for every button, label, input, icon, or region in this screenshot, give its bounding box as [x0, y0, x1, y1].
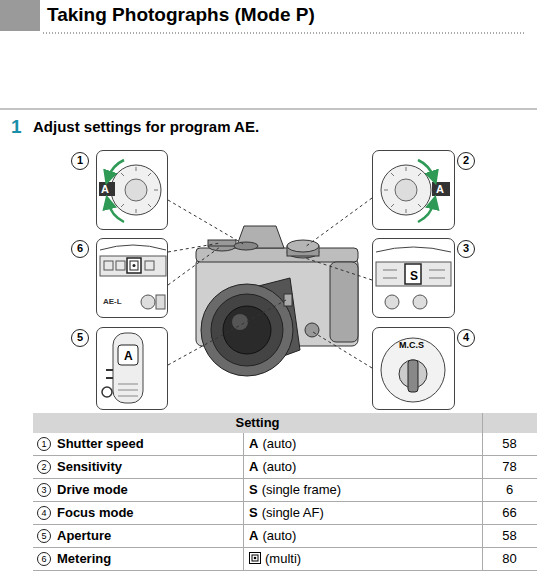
- row-rule: [33, 570, 537, 571]
- camera: [196, 226, 358, 376]
- setting-name: Drive mode: [57, 482, 128, 497]
- dial-marking: AE-L: [103, 297, 122, 306]
- dial-marking: S: [410, 269, 418, 283]
- page-number: 66: [482, 505, 537, 520]
- callout-number: 1: [37, 437, 51, 451]
- setting-value: A (auto): [249, 528, 296, 543]
- value-code: A: [249, 459, 258, 474]
- row-rule: [33, 455, 537, 456]
- dial-marking: A: [124, 349, 133, 363]
- metering-dial: [100, 245, 166, 309]
- value-code: A: [249, 436, 258, 451]
- value-note: (single AF): [262, 505, 324, 520]
- setting-value: A (auto): [249, 436, 296, 451]
- setting-value: (multi): [249, 551, 301, 566]
- callout-number: 3: [457, 240, 475, 258]
- page-number: 80: [482, 551, 537, 566]
- value-note: (auto): [262, 528, 296, 543]
- drive-dial: [376, 247, 451, 309]
- value-note: (single frame): [262, 482, 341, 497]
- setting-name: Shutter speed: [57, 436, 144, 451]
- callout-number: 6: [71, 240, 89, 258]
- callout-number: 3: [37, 483, 51, 497]
- table-header: [33, 413, 537, 433]
- leader-lines: [168, 198, 372, 368]
- dial-marking: A: [436, 183, 444, 195]
- setting-name: Focus mode: [57, 505, 134, 520]
- inset-box: 6AE-L: [96, 238, 168, 318]
- setting-name: Aperture: [57, 528, 111, 543]
- title-rule: [43, 33, 526, 34]
- iso-dial: [381, 160, 450, 222]
- inset-box: 4M.C.S: [372, 327, 455, 410]
- callout-number: 6: [37, 552, 51, 566]
- table-heading: Setting: [33, 415, 482, 430]
- inset-box: 3S: [372, 238, 455, 318]
- inset-box: 5A: [96, 327, 168, 410]
- row-rule: [33, 501, 537, 502]
- value-code: S: [249, 482, 258, 497]
- callout-number: 1: [71, 152, 89, 170]
- setting-value: S (single AF): [249, 505, 324, 520]
- inset-box: 2A: [372, 150, 455, 230]
- page-number: 58: [482, 436, 537, 451]
- value-code: S: [249, 505, 258, 520]
- value-note: (auto): [262, 436, 296, 451]
- metering-icon: [249, 552, 261, 564]
- focus-switch: [381, 338, 445, 402]
- value-note: (auto): [262, 459, 296, 474]
- page-number: 78: [482, 459, 537, 474]
- setting-value: S (single frame): [249, 482, 341, 497]
- inset-box: 1A: [96, 150, 168, 230]
- dial-marking: A: [101, 183, 109, 195]
- column-rule: [243, 433, 244, 571]
- callout-number: 4: [37, 506, 51, 520]
- aperture-switch: [102, 333, 143, 403]
- page-title: Taking Photographs (Mode P): [47, 4, 315, 26]
- setting-name: Sensitivity: [57, 459, 122, 474]
- setting-name: Metering: [57, 551, 111, 566]
- setting-value: A (auto): [249, 459, 296, 474]
- value-code: A: [249, 528, 258, 543]
- shutter-dial: [99, 160, 161, 222]
- callout-number: 5: [71, 329, 89, 347]
- row-rule: [33, 478, 537, 479]
- dial-marking: M.C.S: [399, 340, 424, 350]
- row-rule: [33, 547, 537, 548]
- page-number: 58: [482, 528, 537, 543]
- title-block: [0, 0, 40, 31]
- step-rule: [0, 109, 537, 110]
- callout-number: 5: [37, 529, 51, 543]
- callout-number: 4: [457, 329, 475, 347]
- callout-number: 2: [457, 152, 475, 170]
- step-heading: Adjust settings for program AE.: [33, 118, 259, 135]
- column-rule: [482, 413, 483, 571]
- page-number: 6: [482, 482, 537, 497]
- step-number: 1: [11, 116, 22, 138]
- row-rule: [33, 524, 537, 525]
- value-note: (multi): [265, 551, 301, 566]
- callout-number: 2: [37, 460, 51, 474]
- settings-table: Setting 1Shutter speedA(auto)582Sensitiv…: [33, 413, 537, 572]
